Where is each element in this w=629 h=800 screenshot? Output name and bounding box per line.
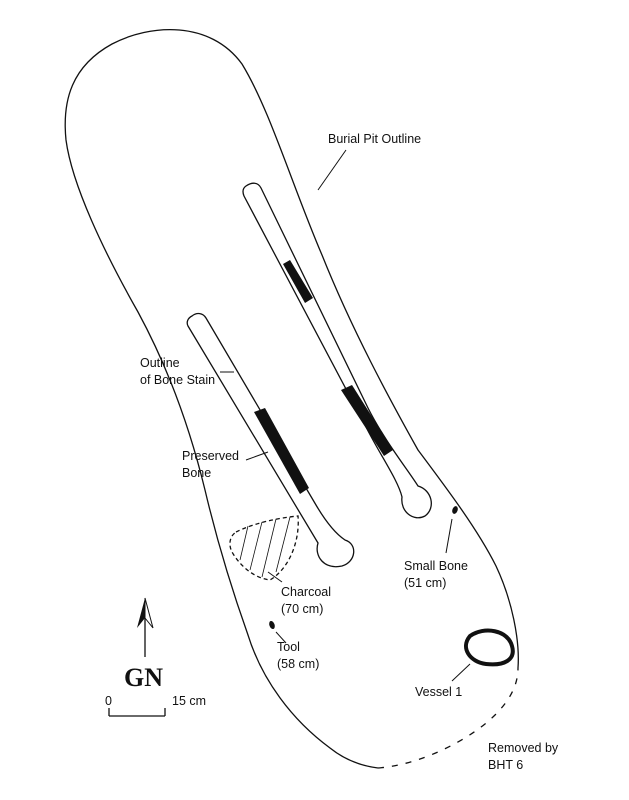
preserved-bone-upper-2 xyxy=(341,385,393,456)
label-preserved-bone-2: Bone xyxy=(182,466,211,480)
burial-pit-outline xyxy=(64,29,519,769)
scale-bar-start-label: 0 xyxy=(105,694,112,708)
label-burial-pit-outline: Burial Pit Outline xyxy=(328,132,421,146)
preserved-bone-upper-1 xyxy=(283,260,313,303)
bone-stain-outline-lower xyxy=(186,312,355,568)
preserved-bone-lower xyxy=(254,408,309,494)
removed-outline-dashed xyxy=(377,667,519,769)
label-charcoal-2: (70 cm) xyxy=(281,602,323,616)
small-bone xyxy=(452,506,458,514)
north-arrow: GN xyxy=(124,597,163,692)
leader-charcoal xyxy=(267,571,283,583)
label-tool-2: (58 cm) xyxy=(277,657,319,671)
bone-stain-outline-upper xyxy=(242,182,432,519)
north-arrow-head-right xyxy=(144,597,154,629)
label-charcoal-1: Charcoal xyxy=(281,585,331,599)
label-preserved-bone-1: Preserved xyxy=(182,449,239,463)
leader-preserved-bone xyxy=(245,451,269,461)
label-vessel: Vessel 1 xyxy=(415,685,462,699)
scale-bar-end-label: 15 cm xyxy=(172,694,206,708)
label-removed-2: BHT 6 xyxy=(488,758,523,772)
scale-bar: 0 15 cm xyxy=(105,694,206,717)
label-small-bone-1: Small Bone xyxy=(404,559,468,573)
label-tool-1: Tool xyxy=(277,640,300,654)
tool xyxy=(269,620,275,630)
leader-vessel xyxy=(451,663,471,682)
north-arrow-head-left xyxy=(137,598,145,628)
label-bone-stain-2: of Bone Stain xyxy=(140,373,215,387)
leader-burial-pit xyxy=(317,149,347,191)
leader-small-bone xyxy=(445,518,453,554)
label-removed-1: Removed by xyxy=(488,741,559,755)
leader-tool xyxy=(275,631,287,644)
charcoal-patch xyxy=(229,515,299,581)
label-small-bone-2: (51 cm) xyxy=(404,576,446,590)
label-bone-stain-1: Outline xyxy=(140,356,180,370)
north-arrow-label: GN xyxy=(124,663,163,692)
vessel-1 xyxy=(464,628,515,667)
